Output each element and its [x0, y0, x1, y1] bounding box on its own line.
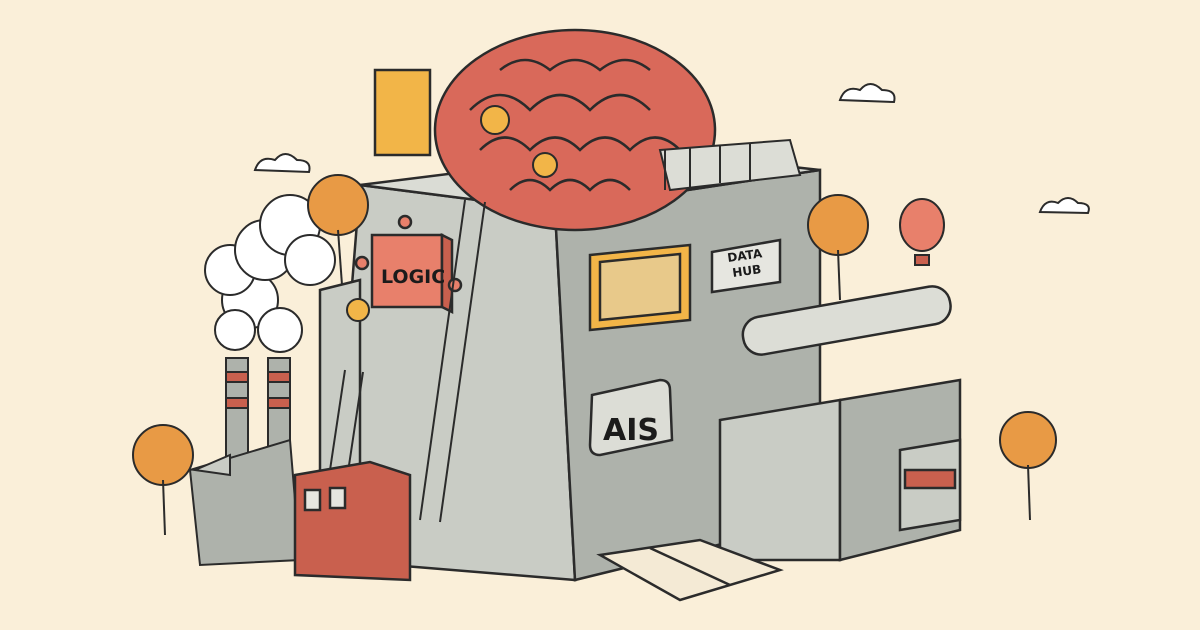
balcony [658, 138, 802, 192]
cloud-icon [253, 83, 1090, 215]
hot-air-balloon-icon [899, 198, 945, 266]
brain-icon [433, 28, 717, 232]
lightbulb-icon [346, 105, 558, 322]
tree-icon [132, 174, 1057, 536]
data-hub-label-line2: HUB [731, 262, 762, 280]
screen-window [588, 243, 692, 332]
factory-building [188, 438, 302, 567]
ladder [329, 199, 486, 523]
pipe [741, 285, 952, 356]
smoke-clouds [204, 194, 336, 353]
ais-label: AIS [603, 413, 659, 448]
logic-label: LOGIC [381, 266, 445, 288]
circuit-board-sign [373, 68, 432, 157]
data-hub-sign [710, 238, 782, 294]
ais-sign [588, 378, 674, 457]
logic-sign [354, 214, 463, 315]
right-buildings [718, 378, 962, 562]
brick-building [293, 460, 412, 582]
data-hub-label-line1: DATA [726, 246, 763, 265]
open-book [596, 538, 784, 602]
